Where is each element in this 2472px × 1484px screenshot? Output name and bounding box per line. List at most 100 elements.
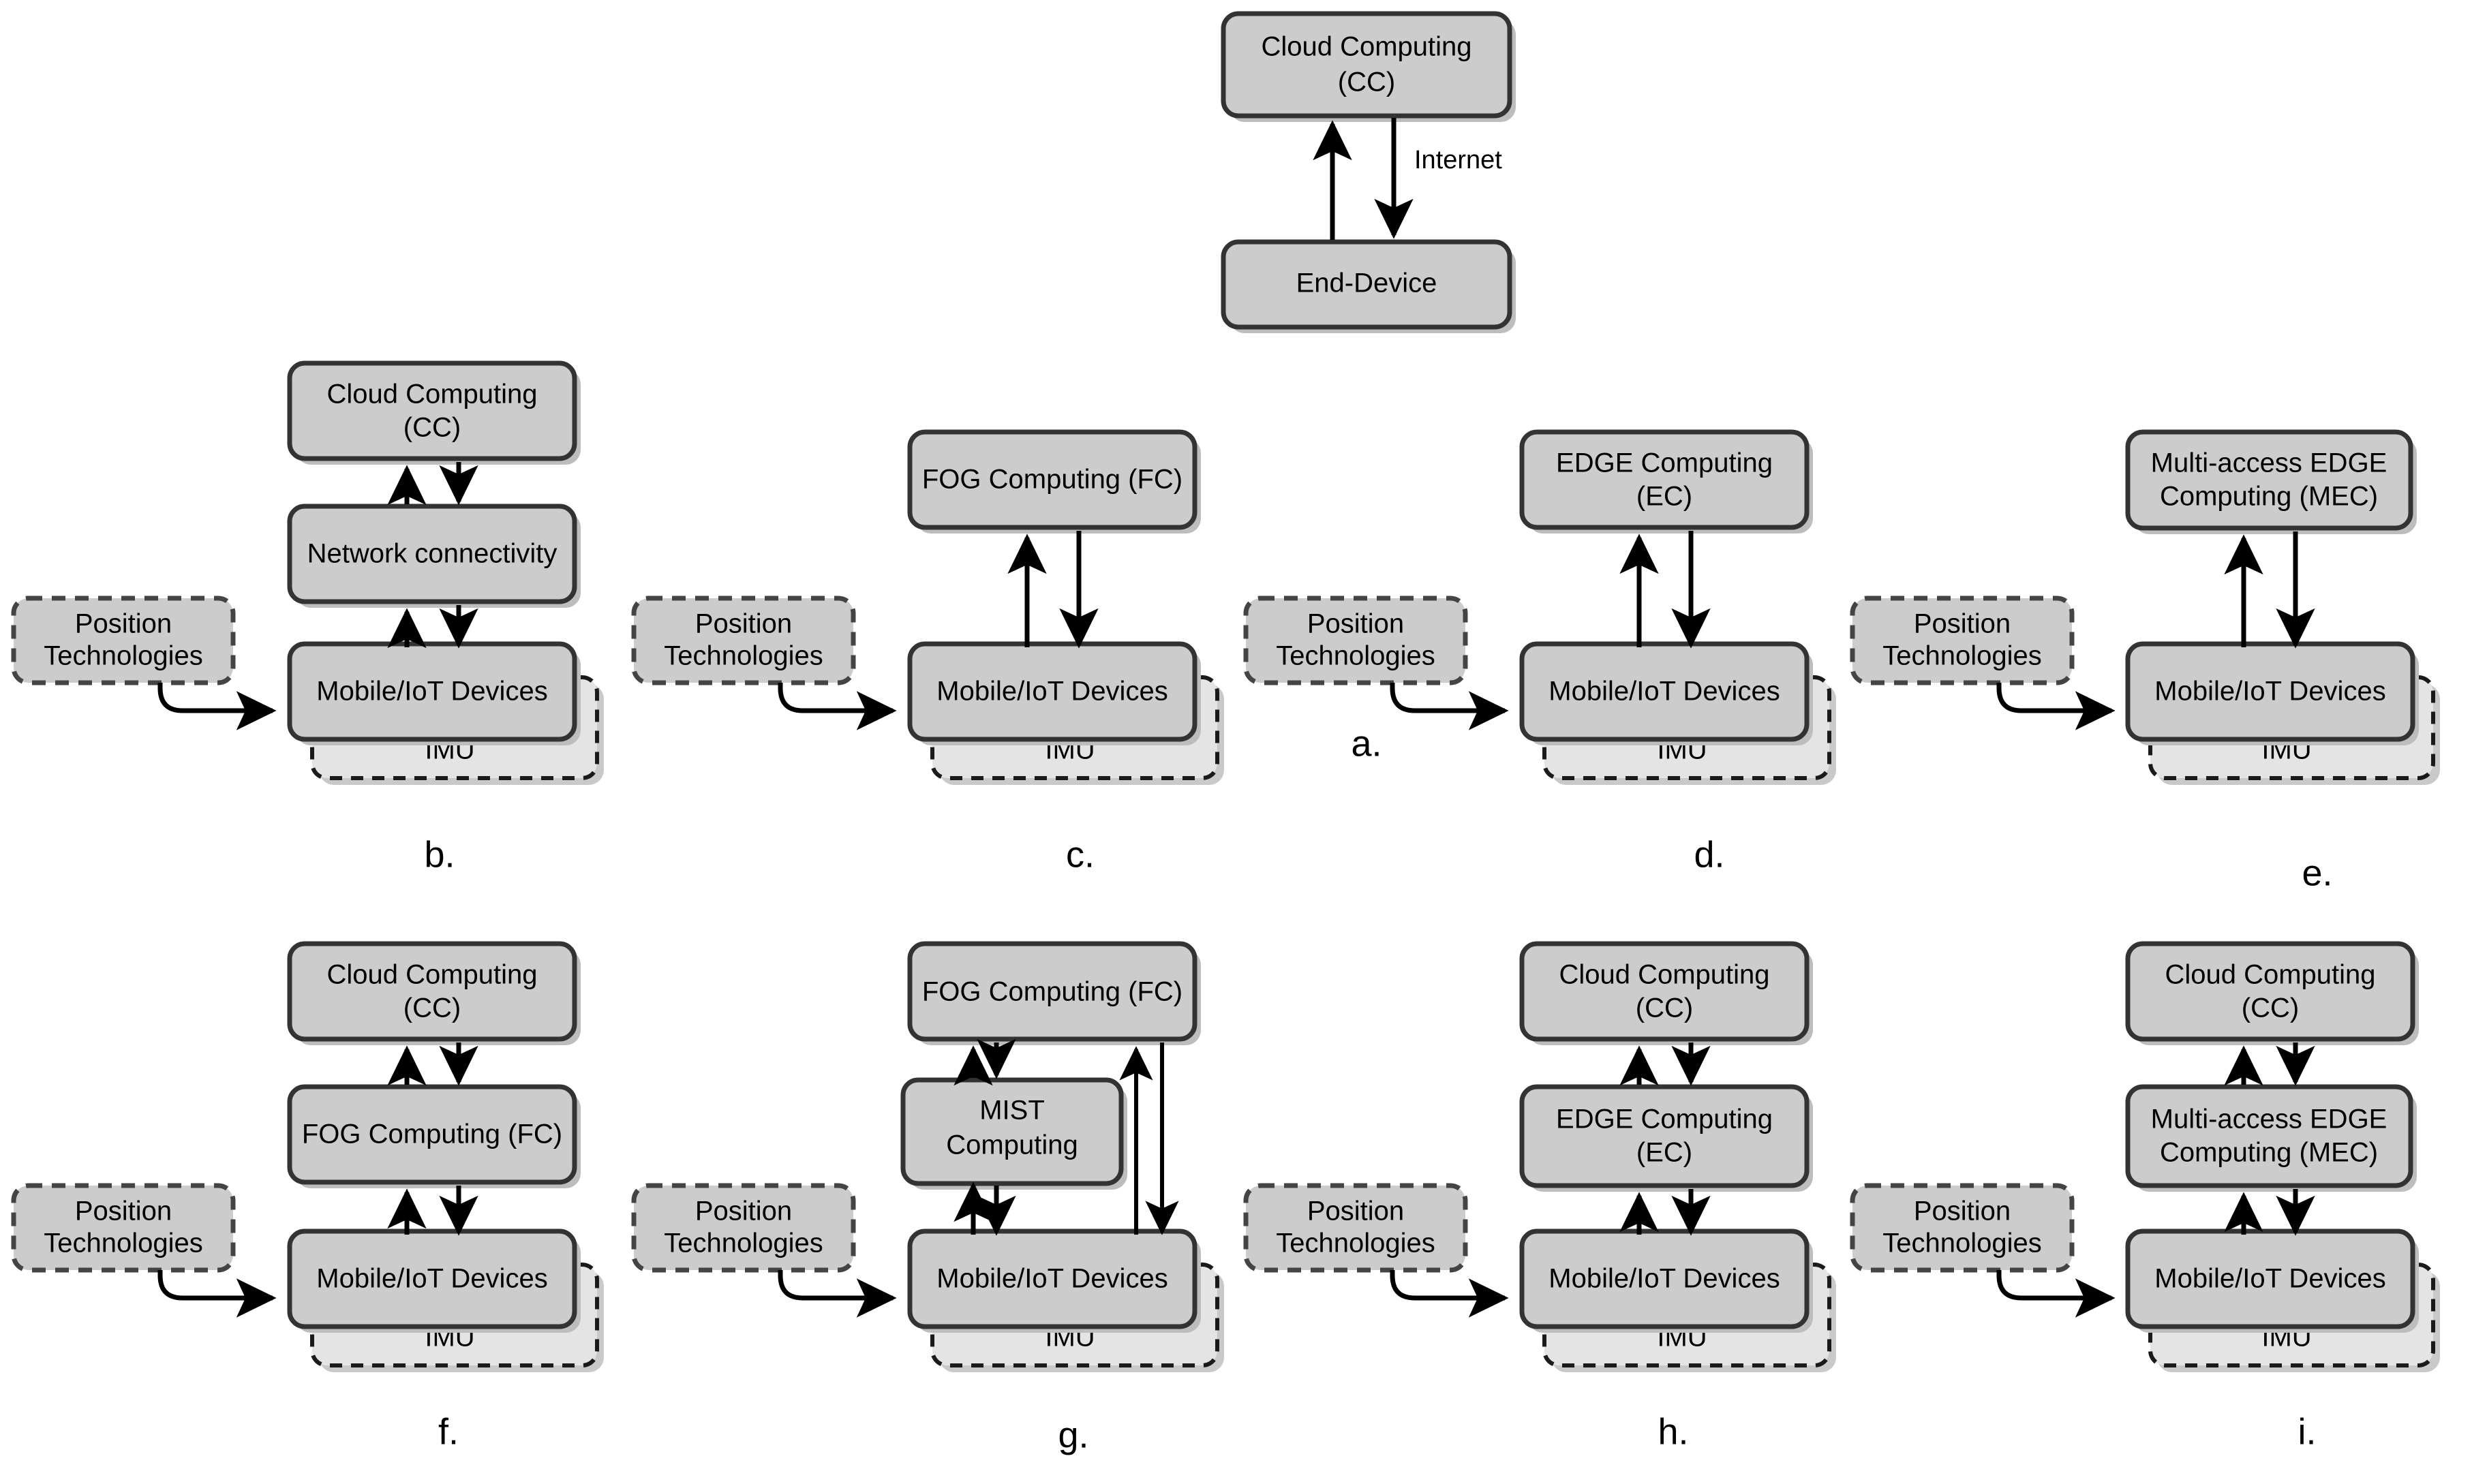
edge-position-to-mobile [1996, 683, 2116, 730]
panel-caption-f: f. [438, 1411, 459, 1452]
panel-a-node-cloud-computing[interactable]: Cloud Computing (CC) [1221, 11, 1516, 122]
panel-g: FOG Computing (FC) MIST Computing IMU Mo… [631, 941, 1224, 1455]
panel-h-node-position-technologies[interactable]: Position Technologies [1243, 1183, 1468, 1273]
box [1519, 1084, 1810, 1188]
panel-e-node-mobile-iot-devices[interactable]: Mobile/IoT Devices [2125, 641, 2419, 745]
node-label-line1: EDGE Computing [1556, 1104, 1773, 1134]
edge-annotation-internet: Internet [1414, 146, 1502, 174]
node-label-line1: Position [1307, 1196, 1404, 1226]
node-label: Mobile/IoT Devices [316, 677, 547, 707]
box [2125, 1228, 2415, 1329]
node-label-line1: Position [75, 1196, 172, 1226]
node-label-line2: Technologies [1276, 1228, 1435, 1258]
panel-e-node-position-technologies[interactable]: Position Technologies [1850, 596, 2075, 685]
node-label-line2: (CC) [1338, 67, 1395, 97]
panel-caption-i: i. [2298, 1411, 2317, 1452]
panel-caption-d: d. [1694, 834, 1724, 875]
edge-position-to-mobile [1390, 683, 1509, 730]
node-label-line2: Computing (MEC) [2160, 1138, 2378, 1168]
panel-d-node-position-technologies[interactable]: Position Technologies [1243, 596, 1468, 685]
box [2125, 1084, 2413, 1188]
box [1519, 641, 1810, 742]
box [900, 1077, 1124, 1186]
box [2125, 429, 2413, 531]
panel-g-node-mist-computing[interactable]: MIST Computing [900, 1077, 1127, 1190]
box [1850, 596, 2075, 685]
node-label-line1: Multi-access EDGE [2151, 448, 2387, 478]
node-label-line1: Position [75, 609, 172, 639]
node-label: Mobile/IoT Devices [2154, 677, 2385, 707]
panel-f-node-position-technologies[interactable]: Position Technologies [11, 1183, 236, 1273]
node-label-line1: Cloud Computing [326, 380, 537, 409]
node-label-line1: Position [1914, 609, 2011, 639]
panel-g-node-mobile-iot-devices[interactable]: Mobile/IoT Devices [907, 1228, 1201, 1333]
panel-caption-c: c. [1066, 834, 1095, 875]
node-label: Mobile/IoT Devices [1548, 677, 1780, 707]
panel-caption-e: e. [2302, 852, 2332, 893]
panel-b-node-mobile-iot-devices[interactable]: Mobile/IoT Devices [287, 641, 581, 745]
node-label-line1: Cloud Computing [2165, 960, 2375, 990]
panel-h-node-mobile-iot-devices[interactable]: Mobile/IoT Devices [1519, 1228, 1813, 1333]
node-label-line2: (EC) [1636, 1138, 1692, 1168]
panel-b: Cloud Computing (CC) Network connectivit… [11, 360, 604, 875]
panel-c-node-fog-computing[interactable]: FOG Computing (FC) [907, 429, 1201, 534]
node-label-line2: Technologies [1882, 641, 2042, 671]
node-label-line2: (CC) [403, 993, 461, 1023]
box [907, 429, 1197, 530]
panel-h-node-edge-computing[interactable]: EDGE Computing (EC) [1519, 1084, 1813, 1192]
node-label-line2: (CC) [1636, 993, 1693, 1023]
node-label-line2: (CC) [2242, 993, 2299, 1023]
box [1519, 429, 1810, 530]
node-label: Mobile/IoT Devices [936, 677, 1168, 707]
node-label-line2: Technologies [1276, 641, 1435, 671]
panel-a-node-end-device[interactable]: End-Device [1221, 239, 1516, 333]
edge-position-to-mobile [157, 683, 277, 730]
node-label-line1: Cloud Computing [1261, 32, 1471, 62]
edge-position-to-mobile [778, 1270, 897, 1318]
edge-position-to-mobile [778, 683, 897, 730]
node-label-line1: Position [695, 1196, 792, 1226]
node-label-line2: Technologies [664, 1228, 823, 1258]
node-label-line1: EDGE Computing [1556, 448, 1773, 478]
panel-f-node-cloud-computing[interactable]: Cloud Computing (CC) [287, 941, 581, 1045]
box [287, 360, 577, 461]
panel-g-node-position-technologies[interactable]: Position Technologies [631, 1183, 856, 1273]
panel-c-node-mobile-iot-devices[interactable]: Mobile/IoT Devices [907, 641, 1201, 745]
node-label: FOG Computing (FC) [922, 977, 1182, 1007]
panel-c-node-position-technologies[interactable]: Position Technologies [631, 596, 856, 685]
edge-position-to-mobile [157, 1270, 277, 1318]
node-label-line1: Position [1914, 1196, 2011, 1226]
panel-i-node-mobile-iot-devices[interactable]: Mobile/IoT Devices [2125, 1228, 2419, 1333]
panel-b-node-cloud-computing[interactable]: Cloud Computing (CC) [287, 360, 581, 465]
box [1519, 941, 1810, 1042]
panel-caption-a: a. [1351, 723, 1382, 764]
panel-b-node-network-connectivity[interactable]: Network connectivity [287, 504, 581, 608]
panel-h-node-cloud-computing[interactable]: Cloud Computing (CC) [1519, 941, 1813, 1045]
panel-d-node-edge-computing[interactable]: EDGE Computing (EC) [1519, 429, 1813, 534]
panel-b-node-position-technologies[interactable]: Position Technologies [11, 596, 236, 685]
panel-e-node-multi-access-edge-computing[interactable]: Multi-access EDGE Computing (MEC) [2125, 429, 2417, 534]
box [11, 1183, 236, 1273]
panel-f-node-mobile-iot-devices[interactable]: Mobile/IoT Devices [287, 1228, 581, 1333]
panel-i-node-position-technologies[interactable]: Position Technologies [1850, 1183, 2075, 1273]
box [2125, 641, 2415, 742]
node-label: End-Device [1296, 268, 1437, 298]
panel-i-node-multi-access-edge-computing[interactable]: Multi-access EDGE Computing (MEC) [2125, 1084, 2417, 1192]
box [1519, 1228, 1810, 1329]
box [907, 941, 1197, 1042]
node-label-line1: Position [695, 609, 792, 639]
panel-d-node-mobile-iot-devices[interactable]: Mobile/IoT Devices [1519, 641, 1813, 745]
panel-g-node-fog-computing[interactable]: FOG Computing (FC) [907, 941, 1201, 1045]
panel-e: Multi-access EDGE Computing (MEC) IMU Mo… [1850, 429, 2440, 893]
panel-i-node-cloud-computing[interactable]: Cloud Computing (CC) [2125, 941, 2419, 1045]
panel-i: Cloud Computing (CC) Multi-access EDGE C… [1850, 941, 2440, 1452]
box [1221, 239, 1512, 330]
node-label: Network connectivity [307, 539, 558, 569]
panel-f-node-fog-computing[interactable]: FOG Computing (FC) [287, 1084, 581, 1188]
node-label-line2: Computing [946, 1130, 1078, 1160]
node-label: FOG Computing (FC) [922, 465, 1182, 495]
node-label-line2: Technologies [664, 641, 823, 671]
panel-caption-h: h. [1658, 1411, 1688, 1452]
node-label: Mobile/IoT Devices [1548, 1264, 1780, 1294]
